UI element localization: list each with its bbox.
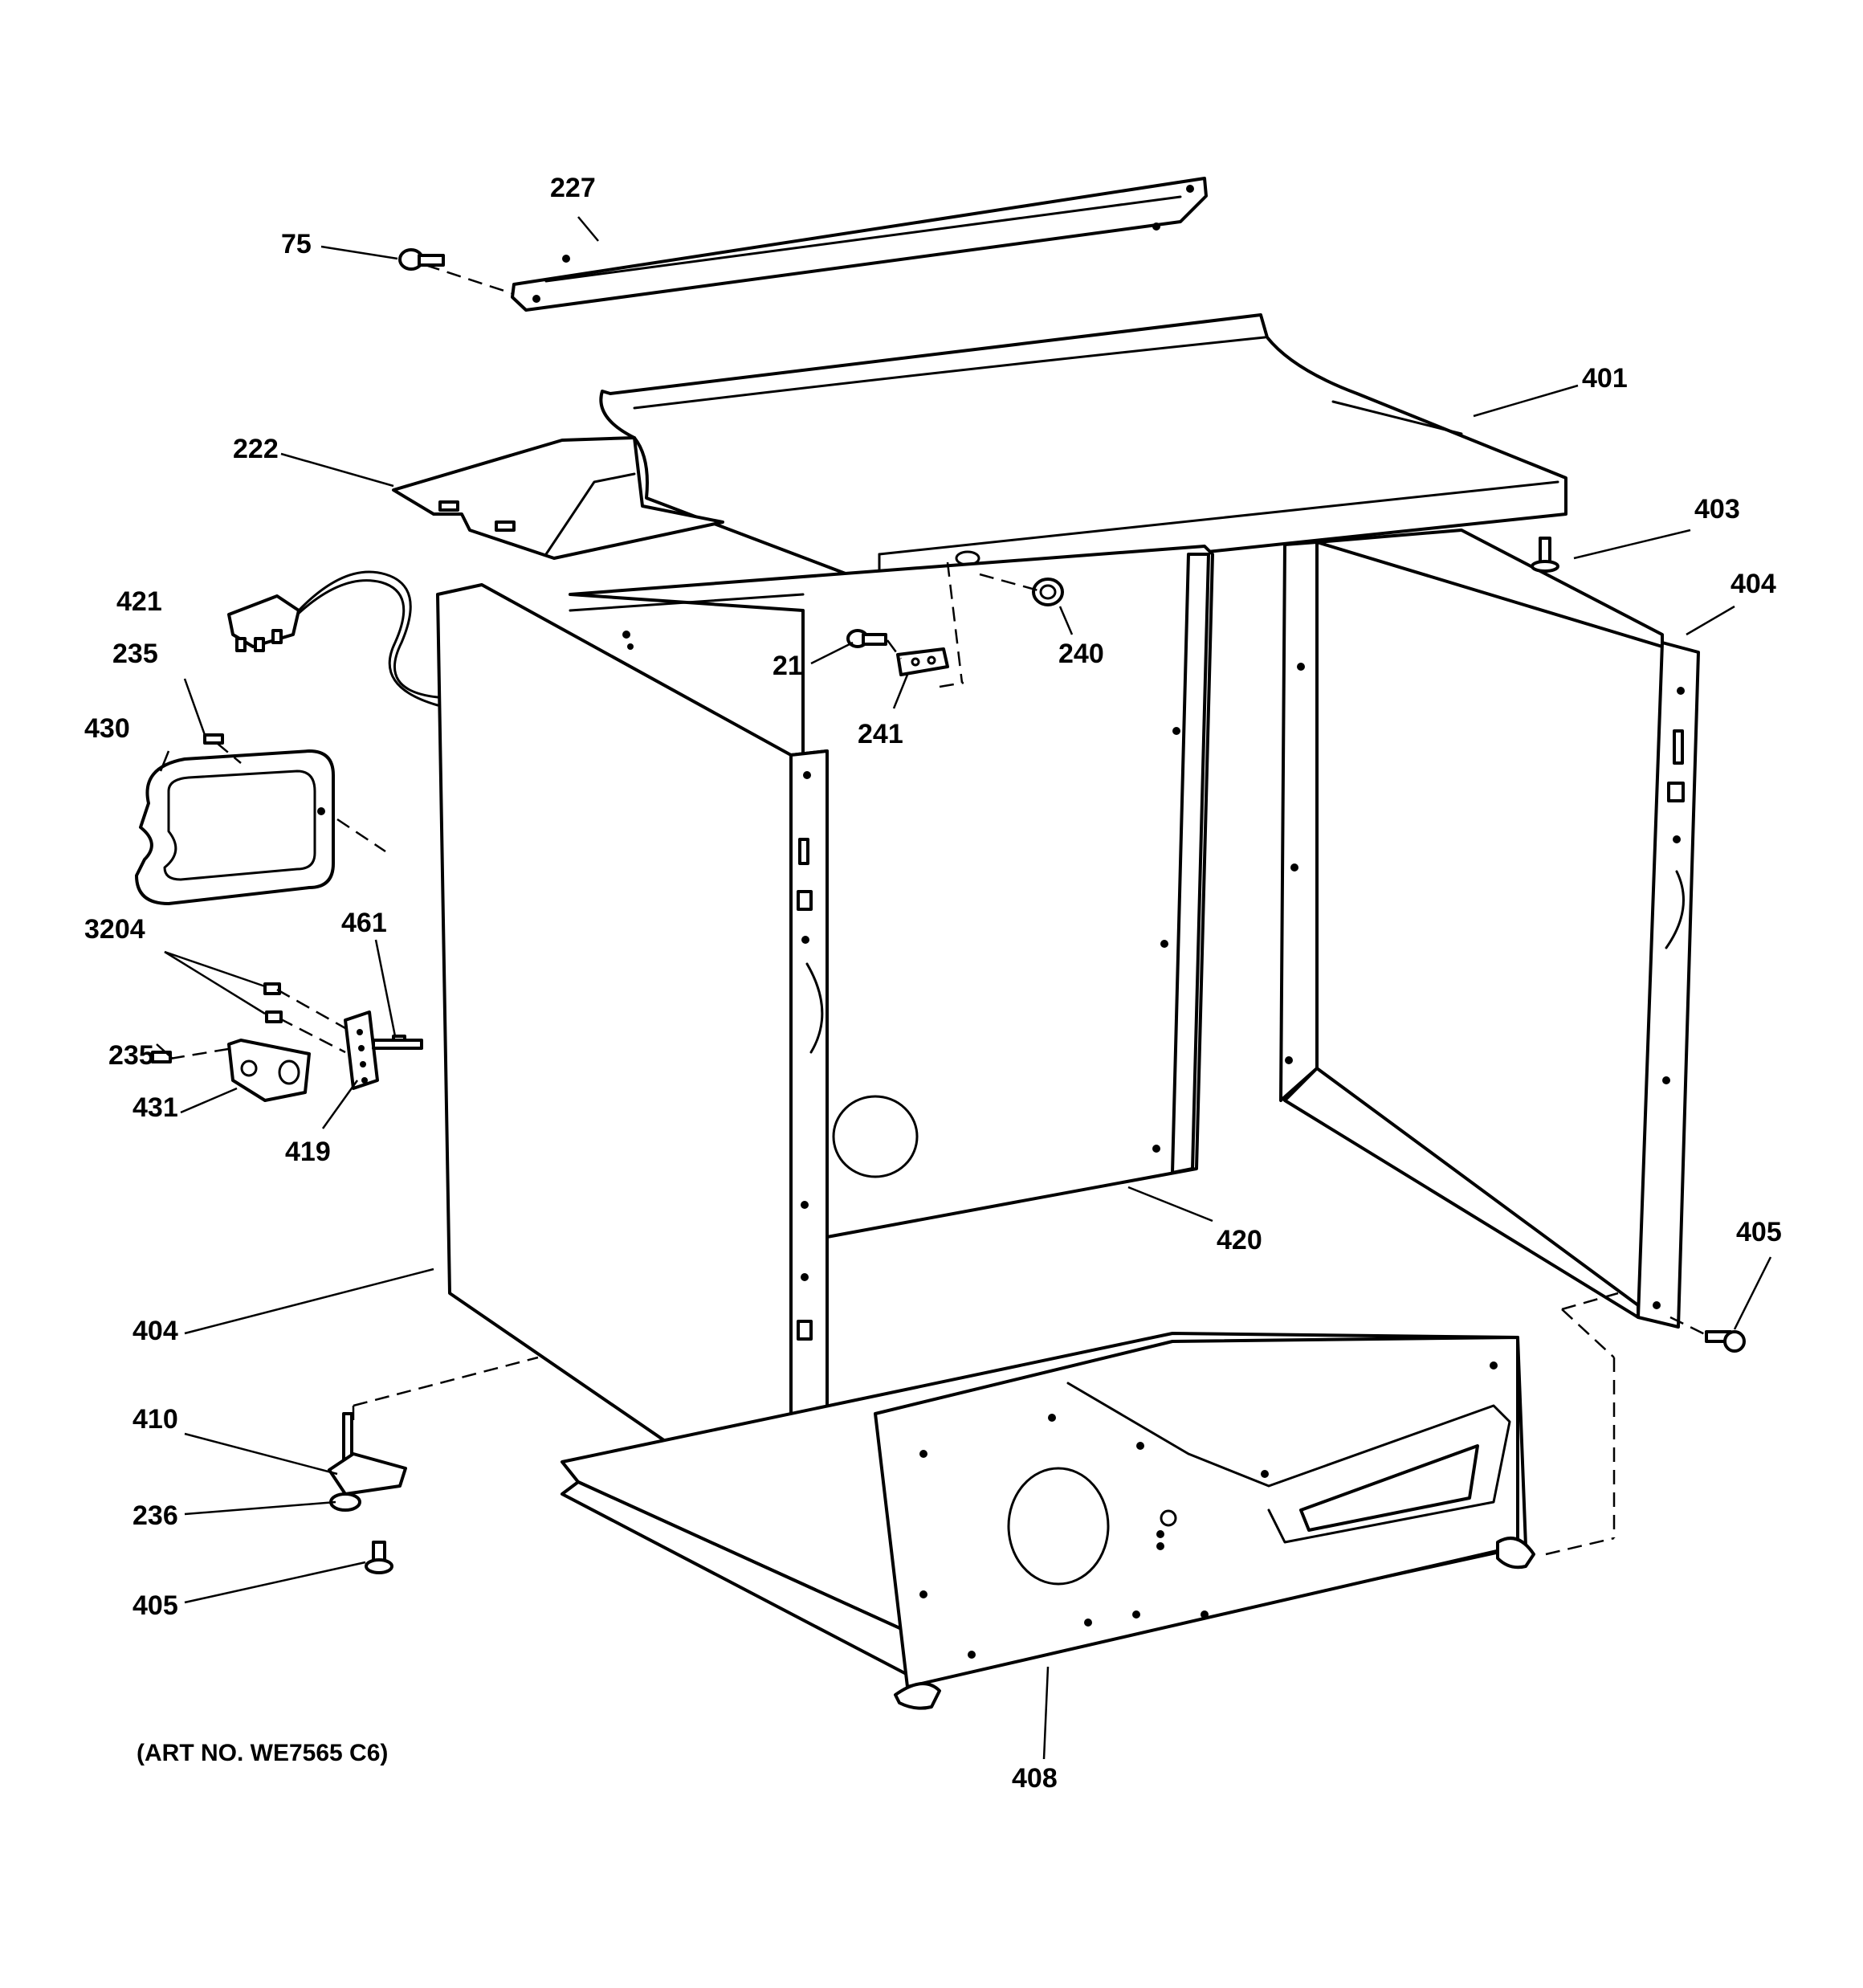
- assembly-guides: [169, 263, 1707, 1556]
- terminal-bracket-part: [227, 1039, 311, 1102]
- callout-235-mid: 235: [108, 1040, 154, 1071]
- screw-75: [398, 248, 445, 271]
- callout-408: 408: [1012, 1763, 1058, 1794]
- callout-404-right: 404: [1731, 569, 1776, 599]
- base-frame-part: [561, 1332, 1535, 1710]
- leveling-leg-parts: [328, 1412, 407, 1512]
- access-cover-part: [135, 749, 335, 905]
- callout-240: 240: [1058, 639, 1104, 669]
- art-number-label: (ART NO. WE7565 C6): [137, 1740, 388, 1766]
- callout-420: 420: [1217, 1225, 1262, 1255]
- callout-419: 419: [285, 1137, 331, 1167]
- callout-403: 403: [1694, 494, 1740, 525]
- callout-75: 75: [281, 229, 312, 259]
- top-bracket-part: [511, 177, 1208, 312]
- right-side-panel-part: [1279, 529, 1700, 1329]
- left-side-panel-part: [436, 583, 829, 1532]
- callout-222: 222: [233, 434, 279, 464]
- rear-brace-part: [392, 436, 724, 560]
- back-panel-part: [569, 545, 1214, 1239]
- callout-241: 241: [858, 719, 903, 749]
- callout-405-right: 405: [1736, 1217, 1782, 1247]
- callout-401: 401: [1582, 363, 1628, 394]
- leader-lines: [156, 216, 1772, 1760]
- clip-and-grommet-parts: [846, 578, 1064, 676]
- callout-3204: 3204: [84, 914, 145, 945]
- callout-421: 421: [116, 586, 162, 617]
- power-cord-part: [227, 570, 439, 707]
- top-panel-part: [599, 313, 1567, 588]
- callout-21: 21: [773, 651, 803, 681]
- callout-236: 236: [132, 1500, 178, 1531]
- callout-404-left: 404: [132, 1316, 178, 1346]
- callout-235-top: 235: [112, 639, 158, 669]
- callout-227: 227: [550, 173, 596, 203]
- callout-430: 430: [84, 713, 130, 744]
- callout-461: 461: [341, 908, 387, 938]
- callout-410: 410: [132, 1404, 178, 1435]
- callout-405-left: 405: [132, 1590, 178, 1621]
- callout-431: 431: [132, 1092, 178, 1123]
- terminal-block-part: [344, 1010, 423, 1090]
